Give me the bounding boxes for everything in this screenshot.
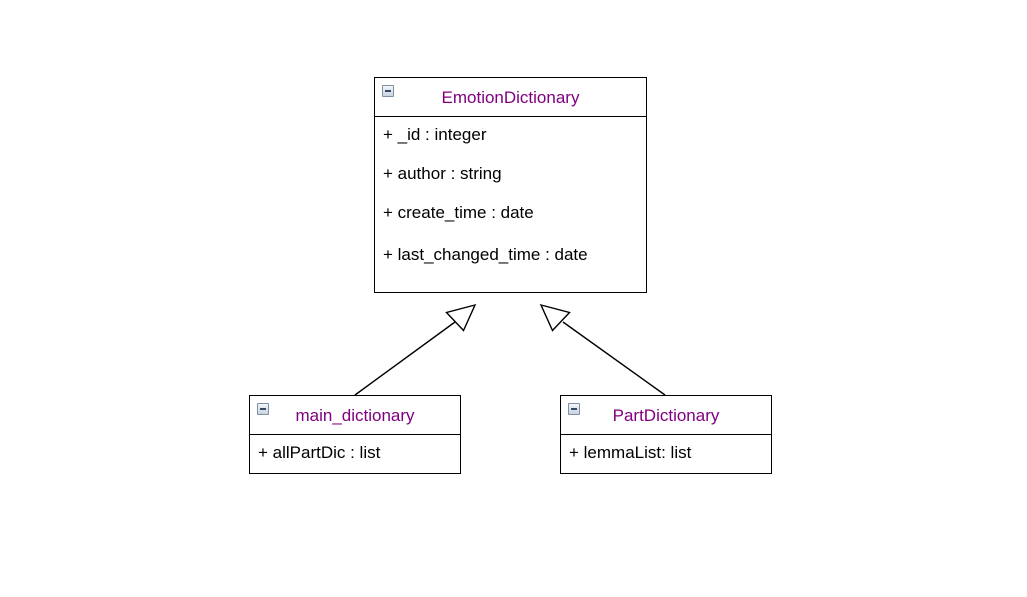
attribute-row: + create_time : date	[383, 203, 534, 222]
class-name: EmotionDictionary	[441, 88, 580, 107]
generalization-part-dictionary[interactable]	[539, 303, 666, 396]
class-name: main_dictionary	[295, 406, 415, 425]
attribute-row: + allPartDic : list	[258, 443, 381, 462]
attribute-row: + last_changed_time : date	[383, 245, 588, 264]
hollow-triangle-arrowhead	[539, 303, 571, 332]
class-name: PartDictionary	[612, 406, 720, 425]
attribute-row: + lemmaList: list	[569, 443, 692, 462]
class-header: main_dictionary	[250, 396, 460, 435]
attribute-row: + author : string	[383, 164, 502, 183]
generalization-main-dictionary[interactable]	[354, 303, 477, 396]
class-header: PartDictionary	[561, 396, 771, 435]
class-main-dictionary[interactable]: main_dictionary + allPartDic : list	[249, 395, 461, 474]
hollow-triangle-arrowhead	[445, 303, 477, 332]
class-part-dictionary[interactable]: PartDictionary + lemmaList: list	[560, 395, 772, 474]
inheritance-line-main-dictionary	[354, 321, 456, 396]
collapse-minus-icon[interactable]	[568, 403, 580, 415]
collapse-minus-icon[interactable]	[382, 85, 394, 97]
class-header: EmotionDictionary	[375, 78, 646, 117]
class-emotion-dictionary[interactable]: EmotionDictionary + _id : integer + auth…	[374, 77, 647, 293]
inheritance-line-part-dictionary	[562, 321, 666, 396]
collapse-minus-icon[interactable]	[257, 403, 269, 415]
attribute-row: + _id : integer	[383, 125, 487, 144]
